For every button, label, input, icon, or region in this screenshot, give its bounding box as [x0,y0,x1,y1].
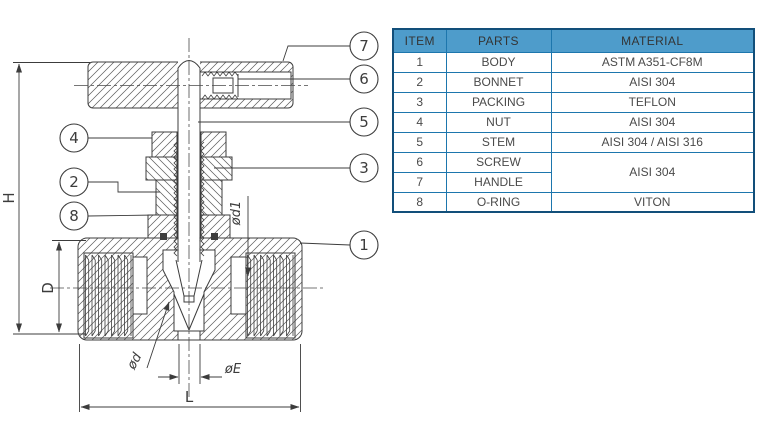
gland-left [145,156,178,181]
table-row: 3 PACKING TEFLON [392,91,755,113]
balloon-2-leader [88,181,160,193]
part-cell: NUT [445,111,552,133]
svg-text:6: 6 [359,70,369,88]
nut-left [151,131,178,158]
bonnet-assembly [145,131,233,240]
dim-d-leader [146,301,170,369]
column-header-parts: PARTS [445,28,552,53]
balloon-1-leader [299,242,351,246]
part-cell: PACKING [445,91,552,113]
centerlines [50,38,325,398]
svg-text:5: 5 [359,113,369,131]
dimensions [13,62,301,412]
balloon-8-leader [87,214,157,217]
material-cell-merged: AISI 304 [550,151,755,193]
svg-text:1: 1 [359,236,369,254]
balloon-5: 5 [349,107,379,137]
table-row: 6 SCREW AISI 304 [392,151,755,193]
item-cell: 4 [392,111,447,133]
material-cell: AISI 304 [550,111,755,133]
dim-d1-label: ød1 [229,201,244,226]
dim-L-label: L [185,388,194,406]
material-cell: AISI 304 / AISI 316 [550,131,755,153]
table-header-row: ITEM PARTS MATERIAL [392,28,755,53]
table-row: 8 O-RING VITON [392,191,755,213]
balloon-8: 8 [59,201,89,231]
nut-right [200,131,227,158]
bonnet-left [155,179,178,216]
item-cell: 5 [392,131,447,153]
table-row: 7 HANDLE [392,171,754,193]
screw-threads [201,71,239,77]
part-cell: BODY [445,51,552,73]
svg-text:4: 4 [69,129,79,147]
svg-text:3: 3 [359,159,369,177]
item-cell: 8 [392,191,447,213]
stem-dome [177,60,201,69]
part-cell: O-RING [445,191,552,213]
item-cell: 2 [392,71,447,93]
svg-text:8: 8 [69,207,79,225]
balloons: 7 6 5 3 1 [59,31,379,260]
balloon-6: 6 [349,64,379,94]
column-header-material: MATERIAL [550,28,755,53]
dimension-labels: H D L ød1 øE ød [0,192,244,406]
parts-table: ITEM PARTS MATERIAL 1 BODY ASTM A351-CF8… [392,28,755,213]
material-cell: TEFLON [550,91,755,113]
balloon-7-leader [282,45,350,62]
table-row: 2 BONNET AISI 304 [392,71,755,93]
o-ring-right [211,233,218,240]
balloon-7: 7 [349,31,379,61]
gland-right [200,156,233,181]
balloon-4: 4 [59,123,89,153]
balloon-1: 1 [349,230,379,260]
svg-text:2: 2 [69,173,79,191]
material-cell: ASTM A351-CF8M [550,51,755,73]
left-port-threads [85,254,132,337]
item-cell: 3 [392,91,447,113]
o-ring-left [160,233,167,240]
dim-E-label: øE [224,362,242,377]
dim-H-label: H [0,192,18,203]
column-header-item: ITEM [392,28,447,53]
part-cell: HANDLE [445,171,552,193]
table-row: 4 NUT AISI 304 [392,111,755,133]
item-cell: 6 [392,151,447,173]
material-cell: AISI 304 [550,71,755,93]
balloon-2: 2 [59,167,89,197]
balloon-leaders [87,45,351,246]
part-cell: STEM [445,131,552,153]
right-port-threads [247,254,294,337]
balloon-3: 3 [349,153,379,183]
material-cell: VITON [550,191,755,213]
item-cell: 1 [392,51,447,73]
table-row: 1 BODY ASTM A351-CF8M [392,51,755,73]
item-cell: 7 [392,171,447,193]
svg-text:7: 7 [359,37,369,55]
part-cell: BONNET [445,71,552,93]
dim-d-label: ød [124,350,146,373]
table-row: 5 STEM AISI 304 / AISI 316 [392,131,755,153]
needle-tip [175,259,203,297]
bonnet-right [200,179,223,216]
dim-D-label: D [39,282,57,294]
part-cell: SCREW [445,151,552,173]
